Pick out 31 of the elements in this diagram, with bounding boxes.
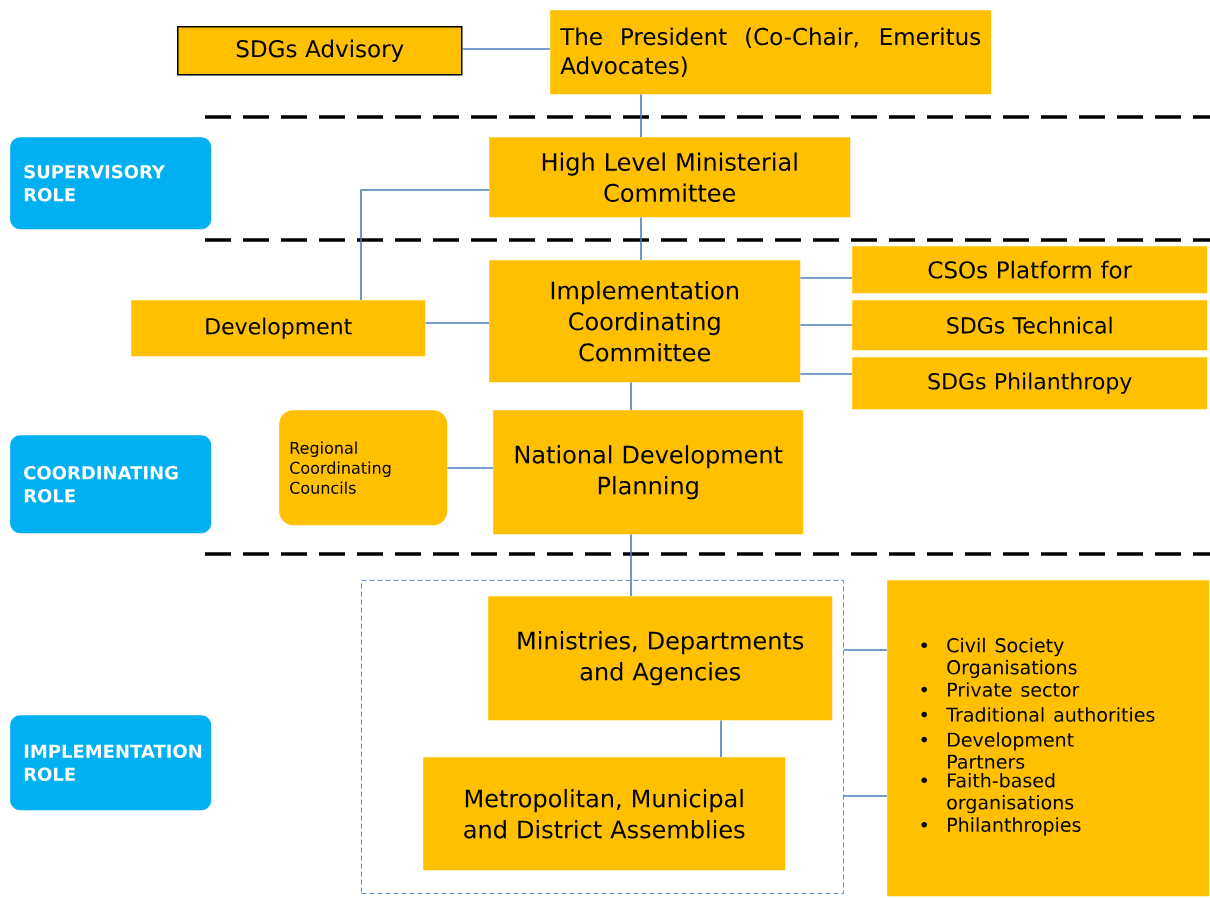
role-label: SUPERVISORY ROLE — [10, 137, 212, 230]
connector-line — [640, 216, 642, 261]
connector-line — [799, 277, 853, 279]
member-list-box: Civil Society Organisations Private sector Traditional authorities Development Partners Faith-based organisations Philanthropies — [887, 580, 1210, 897]
connector-line — [799, 373, 853, 375]
connector-line — [630, 381, 632, 411]
org-box: Ministries, Departments and Agencies — [488, 596, 833, 721]
connector-line — [360, 189, 490, 301]
connector-line — [630, 533, 632, 597]
role-label: IMPLEMENTATION ROLE — [10, 715, 212, 811]
org-box: High Level Ministerial Committee — [489, 137, 851, 218]
connector-line — [843, 649, 888, 651]
org-box: The President (Co-Chair, Emeritus Advocates) — [550, 10, 992, 95]
connector-line — [799, 324, 853, 326]
connector-line — [461, 48, 551, 50]
org-box: Development — [131, 300, 426, 357]
org-box: SDGs Technical — [852, 300, 1208, 351]
connector-line — [424, 322, 490, 324]
org-box: Implementation Coordinating Committee — [489, 260, 801, 383]
connector-line — [843, 795, 888, 797]
org-box: Metropolitan, Municipal and District Assemblies — [423, 757, 786, 871]
connector-line — [640, 93, 642, 138]
org-box: SDGs Advisory — [177, 26, 463, 76]
connector-line — [720, 719, 722, 758]
connector-line — [446, 467, 494, 469]
org-box: CSOs Platform for — [852, 246, 1208, 294]
org-box: Regional Coordinating Councils — [279, 410, 448, 526]
role-label: COORDINATING ROLE — [10, 435, 212, 534]
group-frame — [361, 580, 844, 894]
org-box: SDGs Philanthropy — [852, 357, 1208, 410]
org-box: National Development Planning — [493, 410, 804, 535]
